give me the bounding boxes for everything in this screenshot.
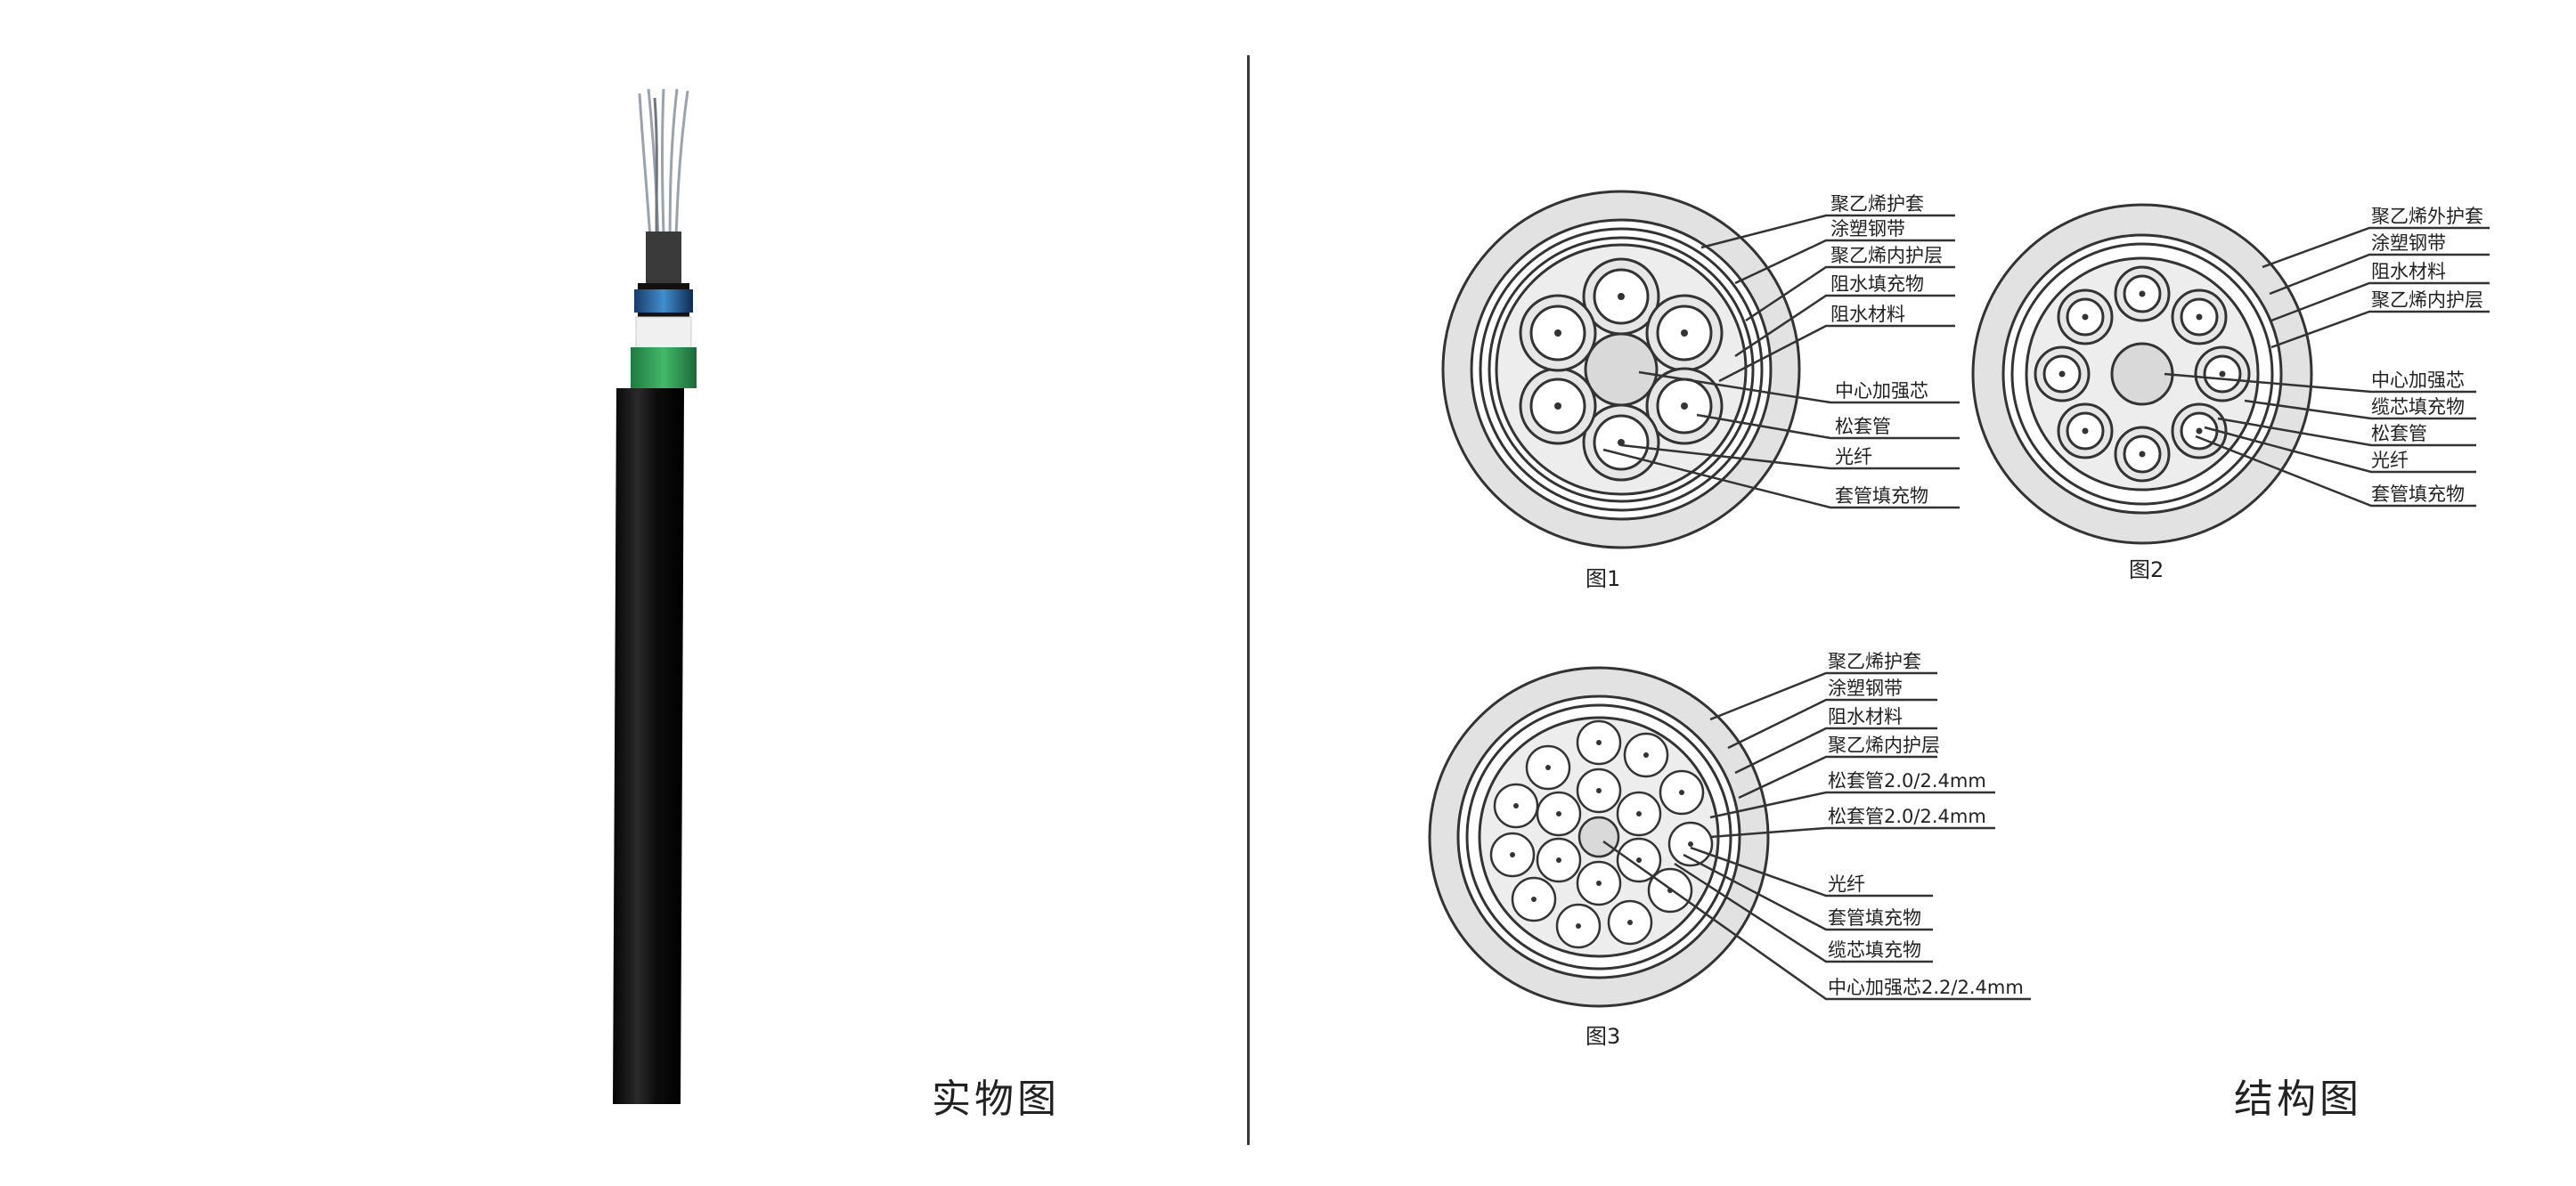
structure-caption: 结构图 bbox=[2234, 1076, 2362, 1122]
callout: 中心加强芯 bbox=[1835, 380, 1928, 402]
structure-diagrams: 聚乙烯护套 涂塑钢带 聚乙烯内护层 阻水填充物 阻水材料 中心加强芯 松套管 光… bbox=[1428, 190, 2490, 1049]
blue-tube bbox=[634, 289, 693, 313]
outer-jacket bbox=[613, 388, 684, 1104]
diagram-panel: 聚乙烯护套 涂塑钢带 聚乙烯内护层 阻水填充物 阻水材料 中心加强芯 松套管 光… bbox=[1247, 0, 2576, 1182]
callout: 阻水材料 bbox=[1830, 304, 1905, 325]
callout: 套管填充物 bbox=[1828, 907, 1921, 929]
callout: 光纤 bbox=[1835, 446, 1872, 467]
figure-3 bbox=[1428, 666, 2031, 1008]
figure-1-callouts: 聚乙烯护套 涂塑钢带 聚乙烯内护层 阻水填充物 阻水材料 中心加强芯 松套管 光… bbox=[1586, 193, 1943, 591]
figure-2-label: 图2 bbox=[2129, 557, 2164, 582]
callout: 聚乙烯内护层 bbox=[1830, 245, 1943, 266]
cable-photo bbox=[613, 88, 697, 1104]
callout: 涂塑钢带 bbox=[1830, 218, 1905, 240]
photo-caption: 实物图 bbox=[932, 1076, 1060, 1122]
callout: 聚乙烯外护套 bbox=[2371, 206, 2483, 227]
figure-2-callouts: 聚乙烯外护套 涂塑钢带 阻水材料 聚乙烯内护层 中心加强芯 缆芯填充物 松套管 … bbox=[2129, 206, 2483, 582]
callout: 松套管 bbox=[2371, 423, 2427, 444]
callout: 阻水填充物 bbox=[1830, 273, 1924, 295]
callout: 中心加强芯2.2/2.4mm bbox=[1828, 977, 2024, 998]
callout: 阻水材料 bbox=[2371, 261, 2446, 282]
callout: 松套管 bbox=[1835, 416, 1891, 437]
callout: 缆芯填充物 bbox=[2371, 396, 2465, 418]
callout: 涂塑钢带 bbox=[2371, 232, 2446, 254]
panel-divider bbox=[1247, 55, 1250, 1145]
figure-3-callouts: 聚乙烯护套 涂塑钢带 阻水材料 聚乙烯内护层 松套管2.0/2.4mm 松套管2… bbox=[1586, 651, 2024, 1049]
callout: 涂塑钢带 bbox=[1828, 678, 1903, 699]
callout: 聚乙烯护套 bbox=[1830, 193, 1924, 215]
callout: 光纤 bbox=[1828, 873, 1865, 895]
buffer-core bbox=[646, 232, 681, 285]
callout: 阻水材料 bbox=[1828, 706, 1903, 727]
callout: 松套管2.0/2.4mm bbox=[1828, 806, 1986, 827]
water-block-tape bbox=[635, 316, 692, 350]
callout: 套管填充物 bbox=[1835, 485, 1928, 507]
photo-panel: 实物图 bbox=[0, 0, 1247, 1182]
armor-tape bbox=[631, 347, 697, 388]
callout: 松套管2.0/2.4mm bbox=[1828, 770, 1986, 792]
callout: 聚乙烯内护层 bbox=[2371, 289, 2483, 311]
callout: 缆芯填充物 bbox=[1828, 939, 1921, 961]
figure-1-label: 图1 bbox=[1586, 566, 1620, 591]
figure-3-label: 图3 bbox=[1586, 1024, 1620, 1049]
figure-2 bbox=[1971, 203, 2490, 545]
callout: 套管填充物 bbox=[2371, 483, 2465, 505]
callout: 光纤 bbox=[2371, 450, 2409, 471]
callout: 聚乙烯内护层 bbox=[1828, 735, 1940, 756]
callout: 聚乙烯护套 bbox=[1828, 651, 1921, 672]
figure-1 bbox=[1441, 190, 1960, 549]
callout: 中心加强芯 bbox=[2371, 370, 2465, 391]
